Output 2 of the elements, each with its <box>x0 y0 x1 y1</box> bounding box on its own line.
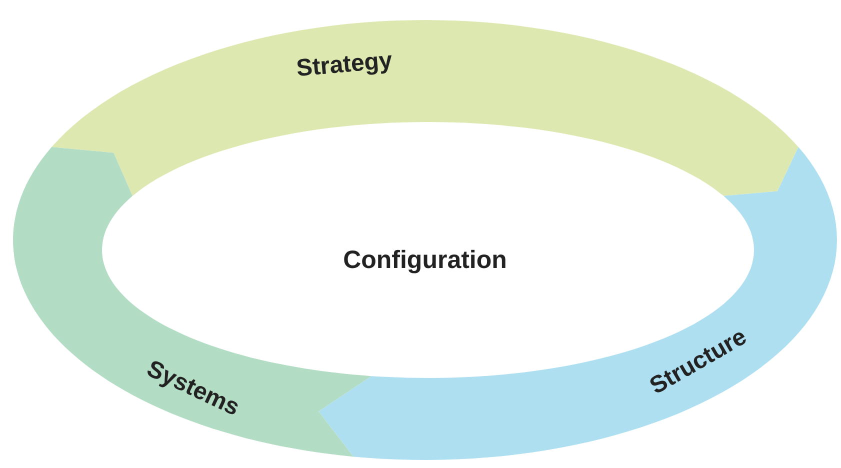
center-label: Configuration <box>343 246 507 274</box>
segment-label: Strategy <box>295 46 394 82</box>
